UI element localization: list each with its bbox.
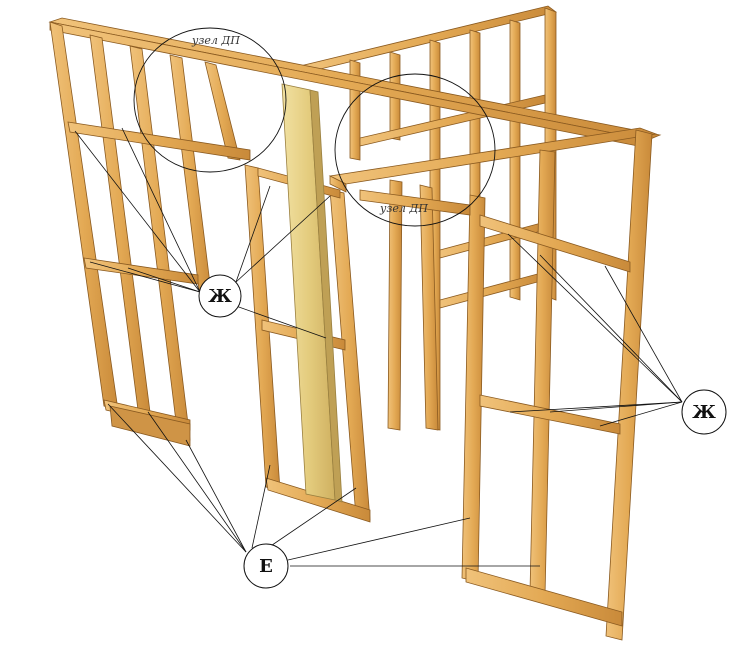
detail-circle-left xyxy=(133,27,287,173)
svg-text:Е: Е xyxy=(259,556,273,577)
leader-lines-g-left xyxy=(74,127,331,339)
glulam-beam xyxy=(281,83,343,503)
detail-circle-right xyxy=(334,73,496,227)
detail-label-left: узел ДП xyxy=(191,34,240,47)
leader-lines-e xyxy=(107,403,540,567)
left-wall-frame xyxy=(48,17,662,447)
right-wall-frame xyxy=(328,127,658,641)
callout-g-right: Ж xyxy=(681,389,727,435)
detail-label-right: узел ДП xyxy=(379,202,428,215)
leader-lines-g-right xyxy=(507,233,683,427)
callout-g-left: Ж xyxy=(198,274,242,318)
svg-text:Ж: Ж xyxy=(208,286,232,307)
svg-text:Ж: Ж xyxy=(692,402,716,423)
callout-e: Е xyxy=(243,543,289,589)
